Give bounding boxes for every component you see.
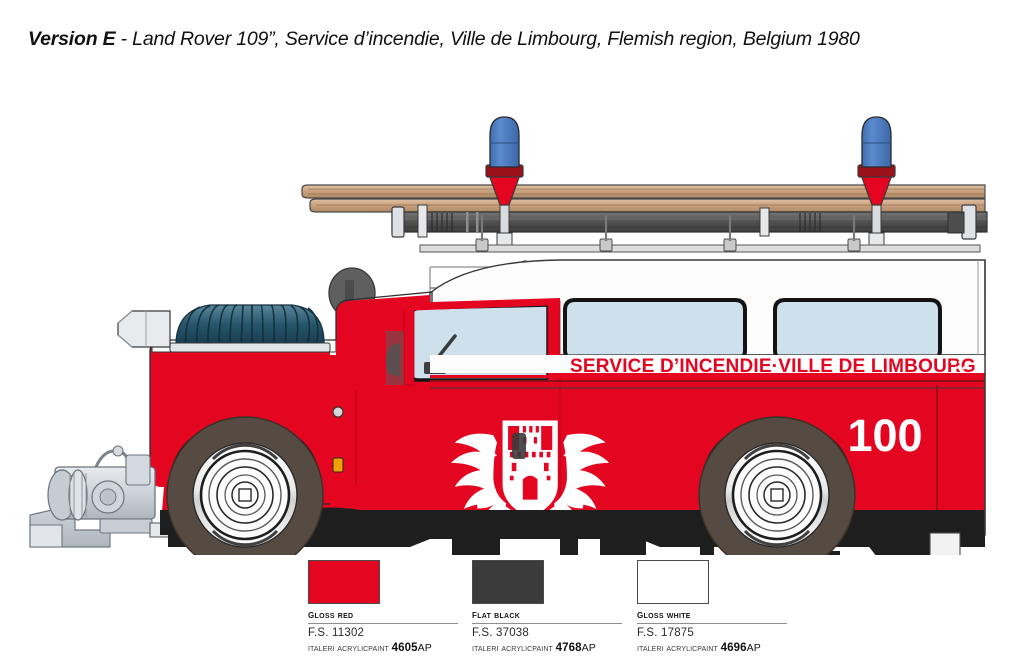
rear-side-windows — [563, 298, 942, 362]
roof-rack-rail — [419, 215, 981, 253]
paint-product-line: Italeri AcrylicPaint 4605AP — [308, 642, 588, 654]
paint-name: Flat Black — [472, 609, 521, 621]
paint-fs-code: F.S. 17875 — [637, 627, 694, 639]
paint-code-suffix: AP — [581, 642, 596, 654]
roof-ladder-assembly — [301, 184, 988, 240]
paint-code: 4605 — [391, 642, 418, 654]
body-stripe — [430, 375, 985, 389]
paint-brand: Italeri AcrylicPaint — [472, 643, 553, 654]
color-chip — [308, 560, 380, 604]
suction-hose — [169, 304, 331, 353]
cab-windscreen — [385, 298, 561, 386]
page-title: Version E - Land Rover 109”, Service d’i… — [28, 24, 958, 54]
beacon-rear — [857, 116, 896, 248]
color-chip — [472, 560, 544, 604]
paint-legend: Gloss Red F.S. 11302 Italeri AcrylicPain… — [0, 560, 1020, 670]
divider — [637, 623, 787, 624]
paint-brand: Italeri AcrylicPaint — [637, 643, 718, 654]
front-pump-assembly — [29, 445, 156, 548]
paint-product-line: Italeri AcrylicPaint 4696AP — [637, 642, 917, 654]
paint-code: 4768 — [555, 642, 582, 654]
divider — [308, 623, 458, 624]
front-nozzle — [117, 310, 171, 348]
paint-name: Gloss White — [637, 609, 691, 621]
unit-number: 100 — [847, 410, 922, 461]
paint-brand: Italeri AcrylicPaint — [308, 643, 389, 654]
title-separator: - — [115, 28, 133, 50]
color-chip — [637, 560, 709, 604]
rear-wheel — [698, 416, 856, 555]
vehicle-illustration: SERVICE D’INCENDIE·VILLE DE LIMBOURG 100 — [0, 55, 1020, 555]
paint-code: 4696 — [720, 642, 747, 654]
rear-body-edge — [977, 260, 986, 535]
beacon-front — [485, 116, 524, 248]
paint-product-line: Italeri AcrylicPaint 4768AP — [472, 642, 752, 654]
front-wheel — [166, 416, 324, 555]
paint-fs-code: F.S. 37038 — [472, 627, 529, 639]
paint-fs-code: F.S. 11302 — [308, 627, 365, 639]
paint-swatch-flat-black: Flat Black F.S. 37038 Italeri AcrylicPai… — [472, 560, 752, 654]
paint-swatch-gloss-red: Gloss Red F.S. 11302 Italeri AcrylicPain… — [308, 560, 588, 654]
paint-swatch-gloss-white: Gloss White F.S. 17875 Italeri AcrylicPa… — [637, 560, 917, 654]
paint-name: Gloss Red — [308, 609, 354, 621]
paint-code-suffix: AP — [417, 642, 432, 654]
divider — [472, 623, 622, 624]
vehicle-side-text: SERVICE D’INCENDIE·VILLE DE LIMBOURG — [570, 356, 976, 377]
version-label: Version E — [28, 28, 116, 50]
paint-code-suffix: AP — [746, 642, 761, 654]
version-description: Land Rover 109”, Service d’incendie, Vil… — [132, 28, 860, 50]
